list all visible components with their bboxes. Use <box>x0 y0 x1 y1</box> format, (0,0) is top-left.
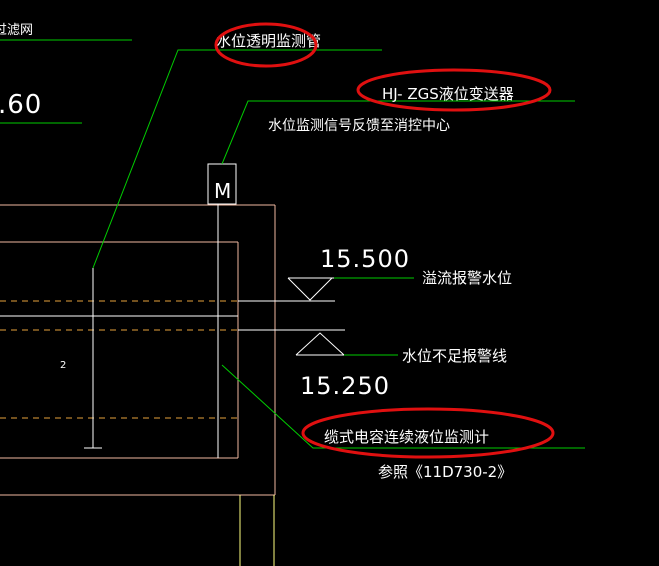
reference-label: 参照《11D730-2》 <box>378 463 512 481</box>
cable-gauge-label: 缆式电容连续液位监测计 <box>324 428 489 446</box>
low-elevation-marker <box>238 329 395 356</box>
transmitter-pipe <box>207 163 237 458</box>
highlight-ellipses <box>214 22 555 459</box>
low-level-alarm-label: 水位不足报警线 <box>402 347 507 365</box>
highlight-ellipse-tube <box>214 22 318 68</box>
support-column <box>239 495 275 566</box>
top-left-partial-label: 过滤网 <box>0 23 33 38</box>
transparent-tube-label: 水位透明监测管 <box>216 32 321 50</box>
highlight-ellipse-gauge <box>301 407 555 459</box>
low-elevation-value: 15.250 <box>300 372 390 400</box>
overflow-elevation-marker <box>238 277 414 302</box>
highlight-ellipse-transmitter <box>356 68 552 112</box>
transparent-tube <box>84 268 102 449</box>
left-elevation-partial: .60 <box>0 90 42 120</box>
tank-inner-wall <box>0 241 239 459</box>
tank-outer-wall <box>0 204 276 496</box>
transmitter-label: HJ- ZGS液位变送器 <box>382 85 514 103</box>
water-level-lines <box>0 300 238 419</box>
signal-feedback-label: 水位监测信号反馈至消控中心 <box>268 118 450 134</box>
overflow-alarm-label: 溢流报警水位 <box>422 269 512 287</box>
small-number-label: 2 <box>60 360 66 371</box>
overflow-elevation-value: 15.500 <box>320 245 410 273</box>
motor-symbol: M <box>214 179 231 203</box>
